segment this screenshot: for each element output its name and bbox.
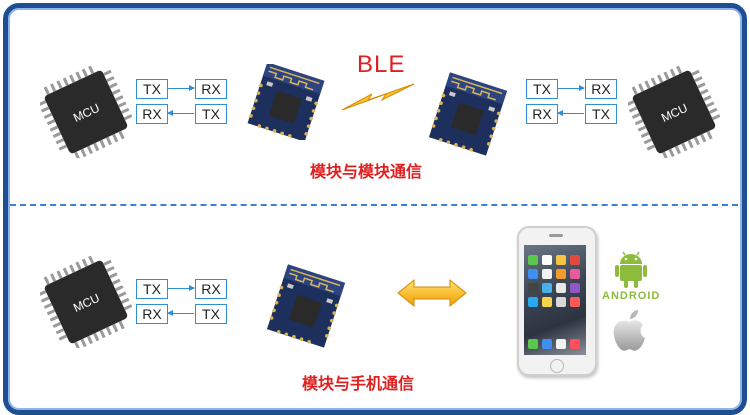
pin-rx: RX [526, 104, 558, 124]
caption-module-to-phone: 模块与手机通信 [302, 374, 415, 393]
iphone-icon [517, 226, 597, 376]
arrow-left [167, 310, 194, 316]
pin-tx: TX [195, 104, 227, 124]
pin-rx: RX [136, 104, 168, 124]
pin-rx: RX [585, 79, 617, 99]
pin-rx: RX [195, 279, 227, 299]
pin-tx: TX [526, 79, 558, 99]
mcu-chip-icon: MCU [628, 66, 720, 158]
lightning-icon [341, 83, 415, 111]
apple-logo-icon [613, 310, 645, 351]
pin-rx: RX [136, 304, 168, 324]
mcu-chip-icon: MCU [40, 256, 132, 348]
mcu-chip-icon: MCU [40, 66, 132, 158]
arrow-right [168, 85, 195, 91]
ble-module-icon [247, 64, 325, 140]
arrow-right [558, 85, 585, 91]
ble-module-icon [428, 72, 508, 156]
arrow-right [168, 285, 195, 291]
pin-tx: TX [585, 104, 617, 124]
section-divider [10, 204, 738, 206]
protocol-label: BLE [357, 51, 406, 78]
pin-rx: RX [195, 79, 227, 99]
pin-tx: TX [136, 279, 168, 299]
caption-module-to-module: 模块与模块通信 [310, 162, 423, 181]
pin-tx: TX [136, 79, 168, 99]
diagram-frame [3, 3, 747, 415]
arrow-left [557, 110, 584, 116]
pin-tx: TX [195, 304, 227, 324]
ble-module-icon [266, 264, 346, 348]
arrow-left [167, 110, 194, 116]
android-wordmark: ANDROID [602, 290, 661, 302]
double-arrow-icon [397, 278, 467, 308]
android-logo-icon [615, 251, 647, 288]
